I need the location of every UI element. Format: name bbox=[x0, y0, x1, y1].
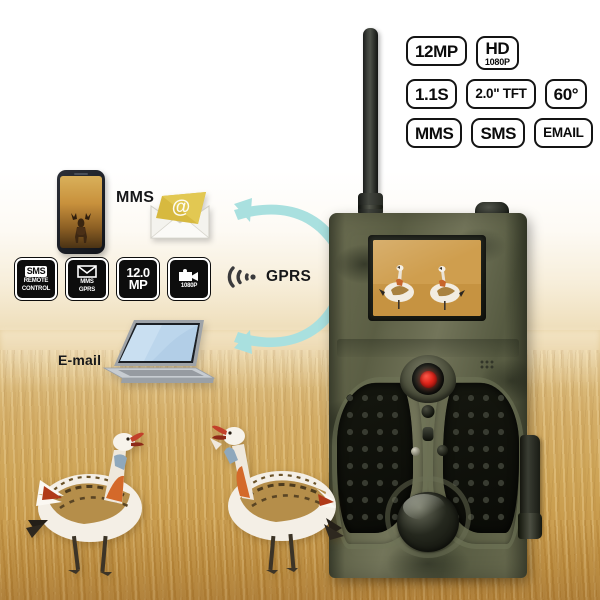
lcd-bird-right bbox=[430, 266, 465, 310]
icon-caption: SMS bbox=[24, 265, 48, 277]
spec-badge-primary: 1.1S bbox=[415, 84, 449, 104]
envelope-icon bbox=[77, 264, 97, 278]
pir-bezel bbox=[385, 476, 471, 558]
microphone-grille bbox=[479, 359, 495, 369]
spec-badge-group: 12MP HD 1080P 1.1S 2.0" TFT 60° MMS SM bbox=[406, 36, 593, 157]
icon-subline-2: CONTROL bbox=[21, 286, 51, 292]
icon-subline-1: 1080P bbox=[180, 283, 198, 289]
spec-badge-primary: 2.0" TFT bbox=[475, 86, 527, 102]
spec-badge-row: MMS SMS EMAIL bbox=[406, 118, 593, 148]
spec-badge-hd: HD 1080P bbox=[475, 36, 519, 70]
spec-badge-primary: 60° bbox=[553, 84, 579, 104]
camcorder-icon bbox=[179, 268, 198, 281]
secondary-sensor bbox=[422, 427, 434, 441]
lens-red-indicator bbox=[419, 370, 437, 388]
light-sensor bbox=[421, 405, 435, 418]
mms-label: MMS bbox=[116, 189, 155, 206]
spec-badge-screen: 2.0" TFT bbox=[466, 79, 536, 109]
mms-gprs-icon: MMS GPRS bbox=[66, 258, 108, 300]
spec-badge-primary: EMAIL bbox=[543, 125, 584, 141]
icon-subline-1: MMS bbox=[80, 279, 94, 285]
antenna bbox=[363, 28, 378, 218]
icon-subline-1: REMOTE bbox=[23, 278, 49, 284]
laptop-mockup bbox=[102, 320, 216, 383]
antenna-ring bbox=[358, 205, 383, 209]
sms-remote-control-icon: SMS REMOTE CONTROL bbox=[15, 258, 57, 300]
arrow-to-laptop-head bbox=[234, 330, 252, 354]
phone-screen bbox=[60, 176, 102, 248]
camera-mid-band bbox=[337, 339, 519, 357]
deer-photo-icon bbox=[71, 213, 91, 243]
spec-badge-secondary: 1080P bbox=[484, 56, 510, 67]
spec-badge-mms: MMS bbox=[406, 118, 463, 148]
bustard-bird-right bbox=[210, 425, 344, 574]
spec-badge-primary: SMS bbox=[480, 123, 517, 143]
video-1080p-icon: 1080P bbox=[168, 258, 210, 300]
camera-lens bbox=[412, 363, 444, 395]
spec-badge-primary: HD bbox=[485, 38, 510, 58]
side-latch bbox=[520, 435, 540, 535]
megapixel-icon: 12.0 MP bbox=[117, 258, 159, 300]
email-label: E-mail bbox=[58, 352, 102, 368]
spec-badge-email: EMAIL bbox=[534, 118, 593, 148]
gprs-label: GPRS bbox=[266, 268, 312, 285]
camera-front-panel bbox=[332, 355, 524, 560]
led-wing-bezel-left bbox=[332, 377, 428, 549]
lcd-bustard-photo bbox=[373, 240, 481, 316]
smartphone-mockup bbox=[57, 170, 105, 254]
spec-badge-row: 12MP HD 1080P bbox=[406, 36, 592, 70]
pir-motion-sensor bbox=[397, 492, 459, 552]
antenna-base bbox=[358, 193, 383, 215]
wifi-signal-icon bbox=[227, 266, 256, 288]
spec-badge-trigger-speed: 1.1S bbox=[406, 79, 458, 109]
email-envelope-icon: @ bbox=[149, 192, 211, 239]
arrow-to-phone-head bbox=[234, 198, 252, 222]
icon-caption: 12.0 bbox=[126, 265, 150, 280]
led-status-indicator bbox=[411, 447, 420, 456]
bustard-bird-left bbox=[26, 432, 144, 576]
lcd-bezel bbox=[368, 235, 486, 321]
pir-glare bbox=[403, 494, 445, 520]
spec-badge-sms: SMS bbox=[471, 118, 526, 148]
phone-speaker bbox=[74, 172, 88, 175]
spec-badge-12mp: 12MP bbox=[406, 36, 467, 66]
icon-subline-2: GPRS bbox=[78, 287, 96, 293]
tertiary-sensor bbox=[437, 445, 448, 456]
latch-hook bbox=[518, 513, 542, 539]
svg-text:@: @ bbox=[172, 197, 191, 218]
spec-badge-primary: MMS bbox=[415, 123, 454, 143]
icon-subline-1: MP bbox=[128, 277, 148, 292]
spec-badge-primary: 12MP bbox=[415, 41, 458, 61]
trail-camera bbox=[329, 28, 542, 578]
lcd-bird-left bbox=[379, 265, 414, 309]
spec-badge-angle: 60° bbox=[544, 79, 588, 109]
lcd-screen bbox=[373, 240, 481, 316]
spec-badge-row: 1.1S 2.0" TFT 60° bbox=[406, 79, 592, 109]
gprs-indicator: GPRS bbox=[222, 262, 311, 292]
feature-icon-row: SMS REMOTE CONTROL MMS GPRS 12.0 MP 1080… bbox=[15, 258, 210, 300]
lcd-glare bbox=[373, 240, 481, 316]
